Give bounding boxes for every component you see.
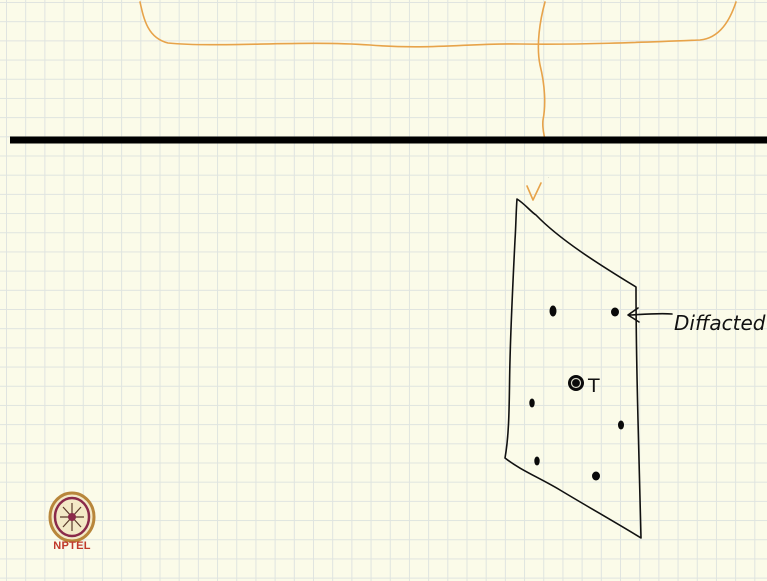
spot-left <box>530 399 534 407</box>
spot-transmitted-core <box>574 381 578 385</box>
diffracted-arrow <box>628 308 672 322</box>
detector-screen <box>505 199 641 538</box>
spot-lower-left <box>535 457 539 465</box>
incident-beam <box>538 2 545 140</box>
label-v-stroke <box>527 183 541 200</box>
crystal-outline <box>140 2 736 47</box>
nptel-logo-label: NPTEL <box>40 540 104 552</box>
spot-right <box>619 421 624 429</box>
spot-lower-right <box>593 472 600 480</box>
spot-upper-right <box>612 308 619 316</box>
spot-upper-left <box>550 306 556 316</box>
label-v: v <box>548 177 549 179</box>
label-diffracted: Diffacted <box>674 311 766 335</box>
label-transmitted: T <box>587 375 600 397</box>
